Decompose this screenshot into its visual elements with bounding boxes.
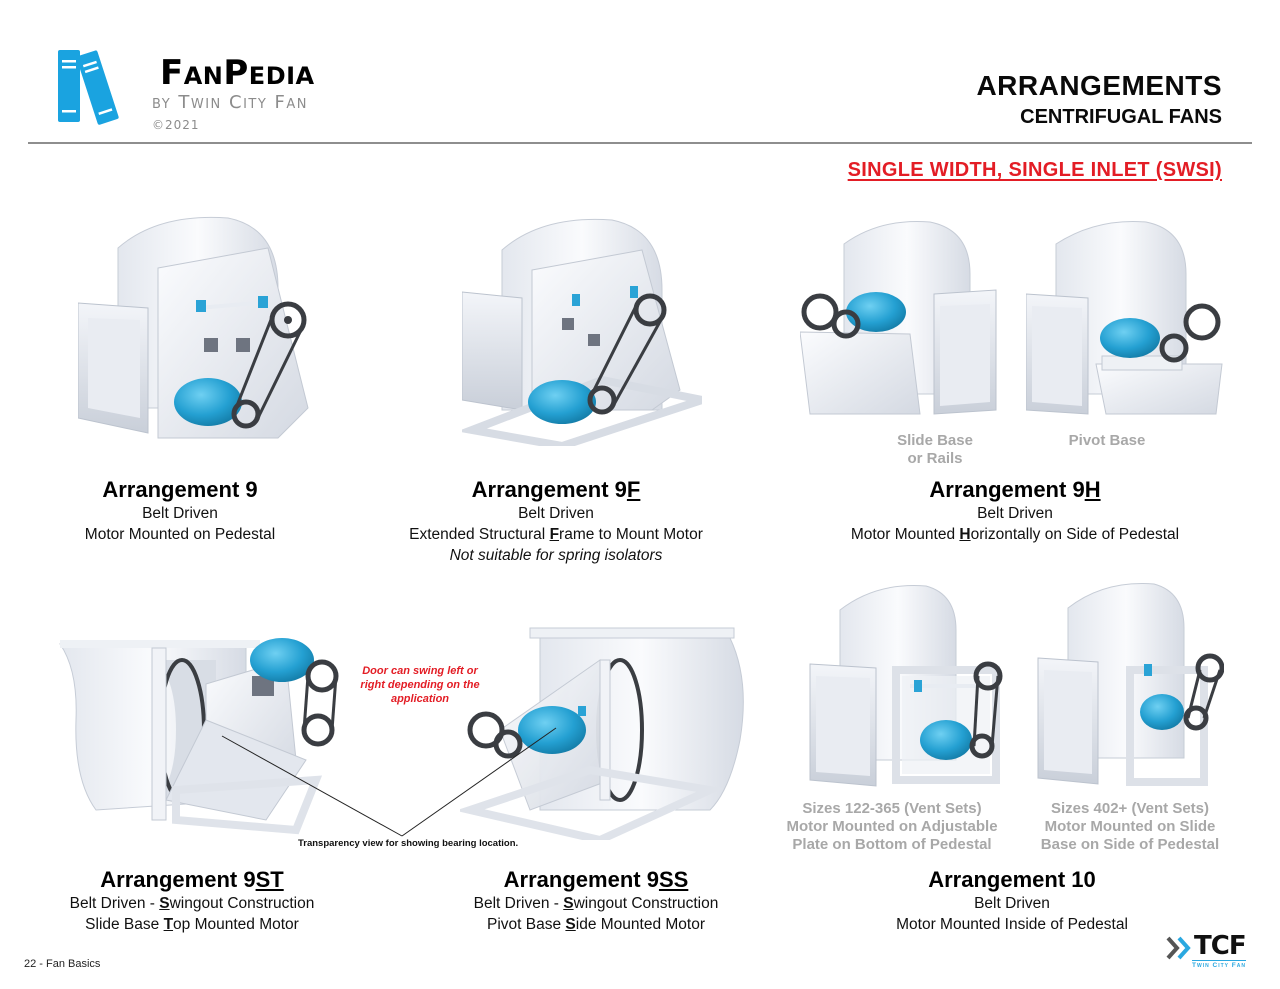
arrangement-9ss-caption: Arrangement 9SS Belt Driven - Swingout C… (444, 867, 748, 935)
arrangement-9h-line-1: Belt Driven (977, 505, 1053, 522)
arrangement-9f-title: Arrangement 9F (471, 477, 641, 502)
arrangement-9st-caption: Arrangement 9ST Belt Driven - Swingout C… (40, 867, 344, 935)
arrangement-9-title: Arrangement 9 (102, 477, 258, 502)
arrangement-10-line-2: Motor Mounted Inside of Pedestal (896, 916, 1128, 933)
arrangement-9st-line-2: Slide Base Top Mounted Motor (85, 916, 299, 933)
arrangement-9f-note: Not suitable for spring isolators (449, 547, 663, 564)
arrangement-10-title: Arrangement 10 (928, 867, 1096, 892)
arrangement-9-line-1: Belt Driven (142, 505, 218, 522)
arrangement-9ss-line-2: Pivot Base Side Mounted Motor (487, 916, 705, 933)
arrangement-9-line-2: Motor Mounted on Pedestal (84, 526, 276, 543)
arrangement-9st-title: Arrangement 9ST (100, 867, 284, 892)
fanpedia-logo: FanPedia by Twin City Fan ©2021 (56, 46, 396, 136)
door-swing-note: Door can swing left or right depending o… (360, 665, 480, 705)
arrangement-9ss-line-1: Belt Driven - Swingout Construction (473, 895, 719, 912)
page-footer-label: 22 - Fan Basics (24, 958, 101, 970)
header-divider (28, 142, 1252, 144)
arrangement-9h-caption-pivot-base: Pivot Base (1068, 432, 1146, 449)
arrangement-9h-line-2: Motor Mounted Horizontally on Side of Pe… (850, 526, 1180, 543)
arrangement-9f-caption: Arrangement 9F Belt Driven Extended Stru… (388, 477, 724, 566)
arrangement-9h-caption-slide-base: Slide Base or Rails (897, 432, 973, 467)
arrangement-9h-slide-base-image (800, 221, 997, 415)
arrangement-9-caption: Arrangement 9 Belt Driven Motor Mounted … (48, 477, 312, 545)
arrangement-9-image (78, 216, 309, 439)
books-icon (58, 50, 119, 125)
arrangement-9h-title: Arrangement 9H (929, 477, 1101, 502)
arrangement-9ss-title: Arrangement 9SS (503, 867, 689, 892)
arrangement-9st-line-1: Belt Driven - Swingout Construction (69, 895, 315, 912)
tcf-logo-text: TCF (1194, 931, 1247, 961)
brand-byline: by Twin City Fan (152, 92, 308, 113)
arrangement-10-caption-small-sizes: Sizes 122-365 (Vent Sets) Motor Mounted … (786, 800, 998, 853)
transparency-note: Transparency view for showing bearing lo… (298, 838, 519, 849)
arrangement-9h-pivot-base-image (1026, 221, 1223, 415)
chevron-right-icon (1166, 936, 1191, 960)
page-title: ARRANGEMENTS (976, 70, 1222, 101)
page-subtitle: CENTRIFUGAL FANS (1020, 106, 1222, 128)
arrangement-10-line-1: Belt Driven (974, 895, 1050, 912)
brand-copyright: ©2021 (152, 118, 200, 132)
tcf-logo: TCF Twin City Fan (1166, 932, 1256, 972)
tcf-logo-subtext: Twin City Fan (1192, 960, 1246, 969)
arrangement-10-caption: Arrangement 10 Belt Driven Motor Mounted… (860, 867, 1164, 935)
arrangement-9h-caption: Arrangement 9H Belt Driven Motor Mounted… (830, 477, 1200, 545)
arrangement-9ss-image (460, 627, 744, 840)
arrangement-10-caption-large-sizes: Sizes 402+ (Vent Sets) Motor Mounted on … (1040, 800, 1220, 853)
brand-name: FanPedia (160, 53, 315, 93)
section-title: SINGLE WIDTH, SINGLE INLET (SWSI) (847, 159, 1222, 181)
arrangement-9f-line-2: Extended Structural Frame to Mount Motor (409, 526, 703, 543)
arrangement-9f-line-1: Belt Driven (518, 505, 594, 522)
arrangement-10-vent-set-small-image (809, 585, 1003, 787)
arrangement-9f-image (462, 218, 702, 446)
arrangement-9st-image (59, 638, 339, 835)
arrangement-10-vent-set-large-image (1037, 583, 1224, 786)
